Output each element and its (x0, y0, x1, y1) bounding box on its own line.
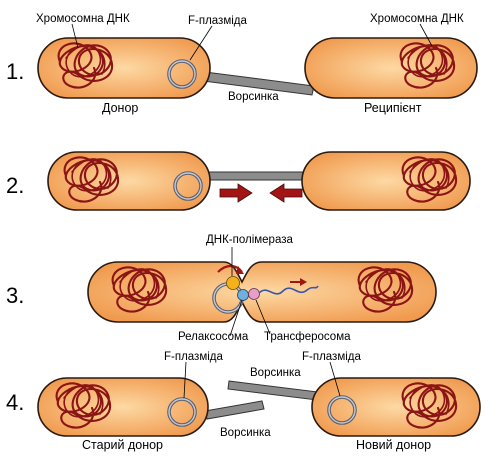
leader-lines-step4 (183, 361, 341, 399)
label-plasmid-step1: F-плазміда (188, 15, 248, 27)
label-chromosome-left: Хромосомна ДНК (36, 13, 130, 25)
relaxosome (237, 289, 249, 301)
pilus-step4-top (227, 380, 319, 401)
recipient-cell (304, 37, 478, 99)
leader-lines-step3 (229, 247, 271, 337)
pilus-step2 (204, 171, 310, 181)
recipient-cell-step2 (301, 151, 471, 211)
label-pilus-step4-top: Ворсинка (250, 367, 301, 379)
step-number-2: 2. (6, 173, 24, 198)
dna-polymerase (226, 276, 240, 290)
label-dna-polymerase: ДНК-полімераза (206, 234, 293, 246)
pull-arrow-right (219, 183, 253, 203)
transfer-direction-arrow (290, 278, 307, 286)
fused-cells (87, 261, 437, 323)
new-donor-cell (311, 377, 481, 437)
leader-lines-step1 (71, 23, 433, 61)
label-recipient: Реципієнт (364, 101, 422, 115)
pull-arrow-left (269, 183, 303, 203)
pilus-step4-bottom (204, 400, 265, 420)
label-plasmid-left-step4: F-плазміда (164, 351, 224, 363)
label-plasmid-right-step4: F-плазміда (302, 351, 362, 363)
transferred-dna-strand (258, 285, 319, 295)
label-pilus-step4-bottom: Ворсинка (220, 427, 271, 439)
rotation-arrowhead (236, 266, 244, 274)
step-number-1: 1. (6, 59, 24, 84)
label-transferosome: Трансферосома (264, 331, 351, 343)
donor-cell-step2 (47, 151, 211, 211)
old-donor-cell (37, 377, 209, 437)
label-new-donor: Новий донор (356, 438, 431, 452)
label-old-donor: Старий донор (82, 438, 163, 452)
label-chromosome-right: Хромосомна ДНК (370, 13, 464, 25)
label-pilus-step1: Ворсинка (228, 91, 279, 103)
step-number-4: 4. (6, 390, 24, 415)
step-number-3: 3. (6, 283, 24, 308)
donor-cell (37, 37, 211, 99)
label-donor: Донор (102, 101, 138, 115)
transferosome (248, 288, 260, 300)
label-relaxosome: Релаксосома (178, 331, 249, 343)
